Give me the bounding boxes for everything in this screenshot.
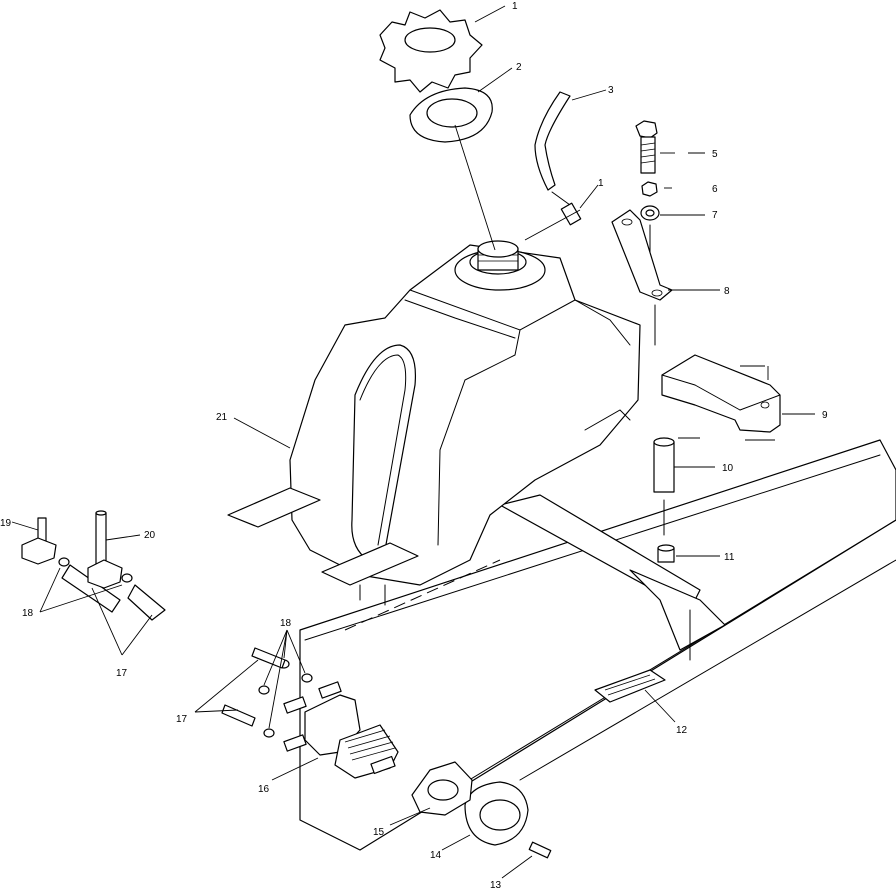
frame-rails [299,439,896,851]
callout-2: 2 [516,62,522,73]
callout-8: 8 [724,286,730,297]
callout-17-hoses: 17 [116,668,128,679]
callout-18-clamps: 18 [22,608,34,619]
callout-9: 9 [822,410,828,421]
callout-15: 15 [373,827,385,838]
callout-6: 6 [712,184,718,195]
callout-17-valve: 17 [176,714,188,725]
callout-3: 3 [608,85,614,96]
fuel-cap [379,9,483,93]
callout-7: 7 [712,210,718,221]
fuel-valve [283,681,399,779]
vent-hose [534,91,582,226]
screw [528,841,552,859]
callout-18-valve: 18 [280,618,292,629]
callout-13: 13 [490,880,502,889]
callout-21: 21 [216,412,228,423]
fuel-tank [227,240,641,606]
foam-block [661,354,781,433]
bolt-nut-washer [635,120,660,286]
warning-decal [594,669,666,703]
fuel-hoses [61,564,286,727]
callout-20: 20 [144,530,156,541]
gasket-ring [409,87,496,251]
filler-flange [464,781,529,846]
callout-10: 10 [722,463,734,474]
leader-lines [11,5,815,879]
callout-14: 14 [430,850,442,861]
callout-5: 5 [712,149,718,160]
callout-1-fitting: 1 [598,178,604,189]
callout-11: 11 [724,552,735,563]
callout-labels: 1 2 3 1 5 6 7 8 9 10 11 12 13 14 15 16 1… [0,1,828,889]
spacer-sleeve [653,437,675,563]
elbow-fitting [87,510,123,589]
lock-nut [411,761,473,816]
callout-1-cap: 1 [512,1,518,12]
callout-12: 12 [676,725,688,736]
callout-16: 16 [258,784,270,795]
mounting-bracket [611,209,673,346]
callout-19: 19 [0,518,12,529]
tee-fitting [21,517,57,565]
